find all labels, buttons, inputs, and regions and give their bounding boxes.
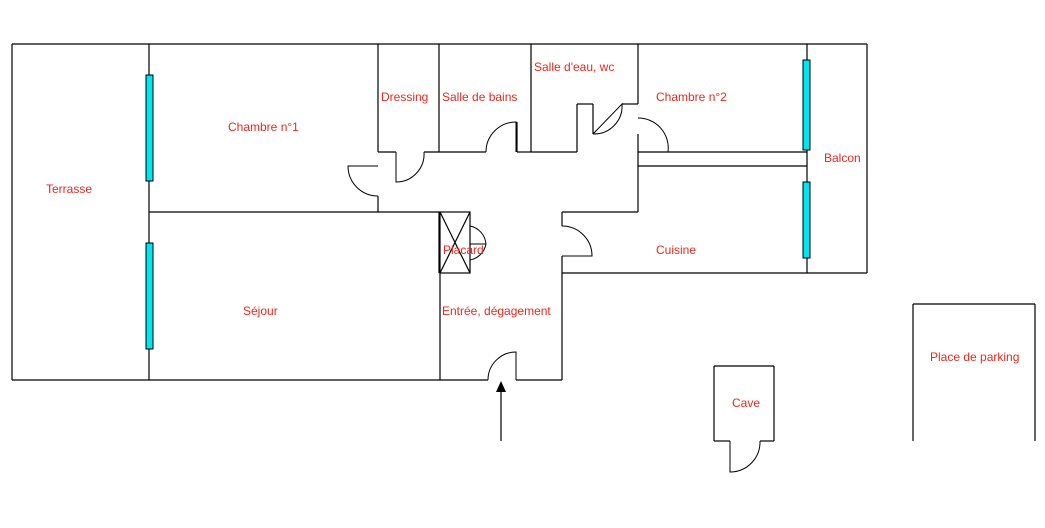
window-chambre2 bbox=[802, 59, 811, 151]
door-cuisine bbox=[561, 225, 593, 257]
label-chambre1: Chambre n°1 bbox=[228, 120, 299, 134]
label-balcon: Balcon bbox=[824, 151, 861, 165]
door-placard bbox=[469, 225, 487, 245]
windows bbox=[145, 59, 811, 350]
door-chambre1 bbox=[347, 165, 379, 197]
label-entree: Entrée, dégagement bbox=[442, 304, 551, 318]
label-terrasse: Terrasse bbox=[46, 182, 92, 196]
label-chambre2: Chambre n°2 bbox=[656, 90, 727, 104]
window-cuisine bbox=[802, 181, 811, 259]
door-cave bbox=[729, 440, 761, 473]
label-placard: Placard bbox=[443, 243, 484, 257]
room-labels: Terrasse Chambre n°1 Dressing Salle de b… bbox=[46, 60, 1019, 410]
door-placard-2 bbox=[469, 243, 487, 261]
label-salle-de-bains: Salle de bains bbox=[442, 90, 517, 104]
door-salle-de-bains bbox=[485, 121, 517, 153]
door-entrance bbox=[487, 351, 517, 381]
window-chambre1 bbox=[145, 74, 154, 182]
label-cuisine: Cuisine bbox=[656, 243, 696, 257]
doors bbox=[347, 102, 761, 473]
label-salle-deau: Salle d'eau, wc bbox=[534, 60, 614, 74]
entrance-arrow-icon bbox=[496, 381, 506, 441]
door-dressing bbox=[395, 151, 425, 183]
label-sejour: Séjour bbox=[243, 304, 278, 318]
door-chambre2 bbox=[637, 117, 669, 153]
placard-cross-2 bbox=[439, 211, 471, 274]
label-dressing: Dressing bbox=[381, 90, 428, 104]
label-cave: Cave bbox=[732, 396, 760, 410]
walls bbox=[11, 43, 1036, 442]
window-sejour bbox=[145, 242, 154, 350]
label-parking: Place de parking bbox=[930, 350, 1019, 364]
door-wc bbox=[592, 102, 623, 135]
